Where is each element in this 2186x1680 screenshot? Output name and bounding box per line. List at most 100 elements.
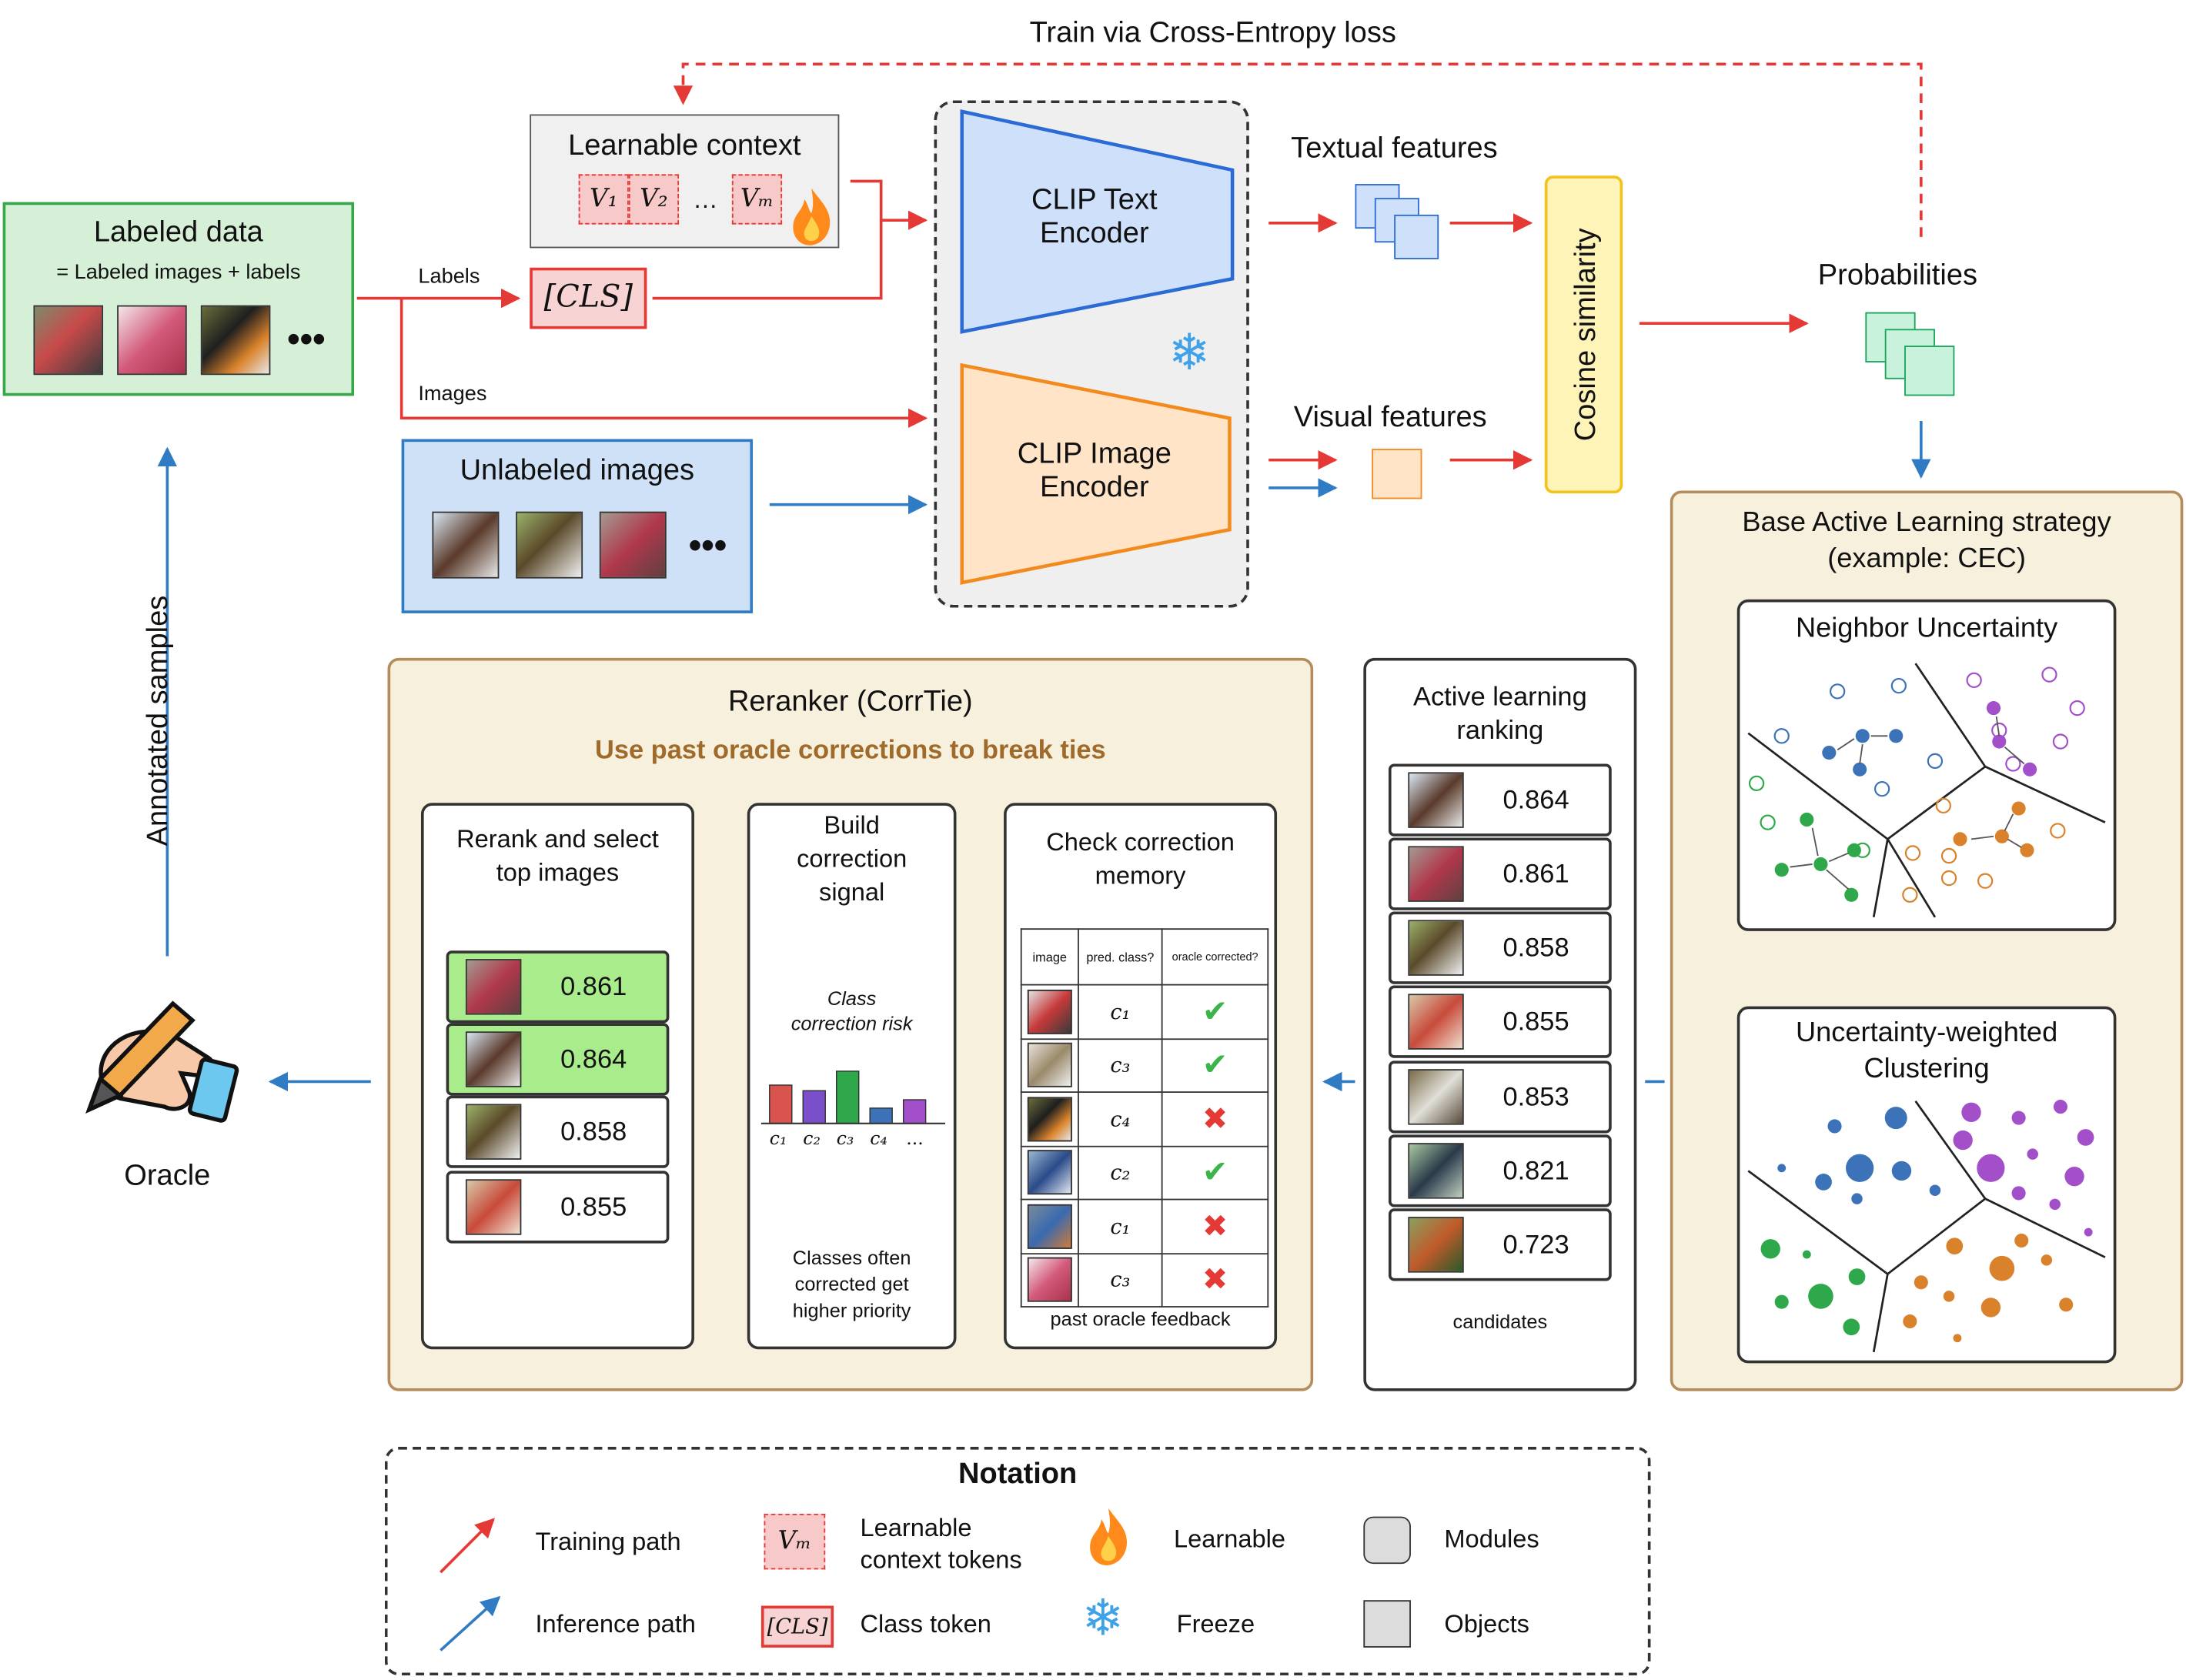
table-header: image xyxy=(1020,928,1079,986)
ranking-row: 0.861 xyxy=(1388,837,1612,910)
bar-label: c₂ xyxy=(803,1129,821,1151)
bird-image xyxy=(33,305,104,376)
rerank-score: 0.861 xyxy=(560,973,627,1003)
reranker-title: Reranker (CorrTie) xyxy=(727,686,973,718)
bird-image xyxy=(1027,1150,1072,1195)
bird-image xyxy=(1027,1043,1072,1088)
bird-image xyxy=(1408,1143,1464,1199)
unlabeled-images-title: Unlabeled images xyxy=(460,454,695,487)
bird-image xyxy=(1408,994,1464,1050)
learnable-label: Learnable xyxy=(1174,1525,1286,1553)
learnable-context-title: Learnable context xyxy=(568,129,801,162)
cross-icon: ✖ xyxy=(1162,1091,1269,1147)
bird-image xyxy=(200,305,271,376)
bird-image xyxy=(465,1104,522,1160)
risk-bar xyxy=(769,1084,793,1124)
visual-features-label: Visual features xyxy=(1293,401,1487,434)
check-title-1: Check correction xyxy=(1046,827,1235,857)
ranking-score: 0.861 xyxy=(1502,860,1569,890)
inference-path-arrow xyxy=(440,1595,501,1652)
object-glyph xyxy=(1363,1600,1411,1648)
rerank-row-selected: 0.864 xyxy=(446,1023,670,1096)
ranking-score: 0.821 xyxy=(1502,1157,1569,1187)
neighbor-uncertainty-title: Neighbor Uncertainty xyxy=(1795,613,2058,644)
memory-row: c₃✖ xyxy=(1020,1252,1269,1308)
bar-label: c₃ xyxy=(836,1129,854,1151)
bird-image xyxy=(1027,989,1072,1034)
context-token-ellipsis: … xyxy=(693,185,718,214)
ranking-row: 0.821 xyxy=(1388,1134,1612,1207)
rerank-row: 0.855 xyxy=(446,1171,670,1244)
objects-label: Objects xyxy=(1444,1609,1529,1638)
freeze-label: Freeze xyxy=(1176,1609,1255,1638)
build-title-2: correction xyxy=(797,844,907,873)
cosine-similarity-box: Cosine similarity xyxy=(1544,175,1623,494)
unlabeled-images-box: Unlabeled images ••• xyxy=(401,439,754,613)
ranking-score: 0.855 xyxy=(1502,1007,1569,1037)
bird-image xyxy=(1408,772,1464,828)
rerank-score: 0.864 xyxy=(560,1045,627,1075)
bird-image xyxy=(1408,846,1464,902)
image-encoder-shape xyxy=(960,362,1232,585)
ranking-row: 0.723 xyxy=(1388,1208,1612,1281)
build-signal-box: Build correction signal Class correction… xyxy=(747,803,957,1350)
cls-to-encoder xyxy=(652,220,883,300)
labels-edge-label: Labels xyxy=(418,265,480,289)
fire-icon xyxy=(1090,1508,1128,1565)
ranking-row: 0.864 xyxy=(1388,763,1612,837)
snowflake-icon: ❄ xyxy=(1081,1588,1125,1647)
correction-memory-table: image pred. class? oracle corrected? c₁✔… xyxy=(1020,928,1269,1308)
context-token: Vₘ xyxy=(731,174,783,225)
bird-image xyxy=(465,1179,522,1235)
memory-row: c₁✔ xyxy=(1020,984,1269,1040)
bird-image xyxy=(465,959,522,1015)
risk-bar xyxy=(902,1099,927,1124)
build-note-3: higher priority xyxy=(792,1299,911,1322)
table-header: oracle corrected? xyxy=(1162,928,1269,986)
al-ranking-caption: candidates xyxy=(1452,1310,1548,1333)
bird-image xyxy=(1027,1204,1072,1249)
pred-class: c₄ xyxy=(1077,1091,1163,1147)
labeled-data-subtitle: = Labeled images + labels xyxy=(56,260,301,285)
bird-image xyxy=(1408,1069,1464,1125)
clip-image-encoder-label: CLIP Image Encoder xyxy=(1017,437,1172,504)
visual-feature-square xyxy=(1372,449,1422,499)
pred-class: c₃ xyxy=(1077,1252,1163,1308)
neighbor-uncertainty-plot xyxy=(1747,663,2106,918)
cls-token-glyph: [CLS] xyxy=(760,1605,834,1648)
memory-caption: past oracle feedback xyxy=(1050,1307,1231,1330)
training-path-label: Training path xyxy=(535,1528,681,1556)
ranking-row: 0.858 xyxy=(1388,911,1612,984)
ranking-score: 0.853 xyxy=(1502,1083,1569,1113)
bar-label: c₁ xyxy=(769,1129,787,1151)
text-encoder-shape xyxy=(960,109,1235,334)
check-title-2: memory xyxy=(1095,861,1186,890)
bar-label: c₄ xyxy=(870,1129,887,1151)
learnable-ctx-label-1: Learnable xyxy=(860,1513,972,1542)
build-title-1: Build xyxy=(824,811,880,840)
cross-icon: ✖ xyxy=(1162,1198,1269,1254)
bird-image xyxy=(1408,1217,1464,1273)
vm-token-glyph: Vₘ xyxy=(764,1513,826,1570)
inference-path-label: Inference path xyxy=(535,1609,696,1638)
cross-icon: ✖ xyxy=(1162,1252,1269,1308)
probabilities-label: Probabilities xyxy=(1817,259,1978,292)
build-title-3: signal xyxy=(819,878,885,907)
memory-row: c₂✔ xyxy=(1020,1144,1269,1201)
table-header: pred. class? xyxy=(1077,928,1163,986)
memory-row: c₃✔ xyxy=(1020,1037,1269,1093)
bird-image xyxy=(432,511,500,579)
bird-image xyxy=(1408,920,1464,976)
labeled-data-box: Labeled data = Labeled images + labels •… xyxy=(2,202,355,396)
clip-text-encoder-label: CLIP Text Encoder xyxy=(1031,184,1158,250)
ranking-row: 0.855 xyxy=(1388,985,1612,1058)
context-to-encoder xyxy=(850,179,928,230)
ranking-row: 0.853 xyxy=(1388,1060,1612,1134)
memory-row: c₁✖ xyxy=(1020,1198,1269,1254)
ranking-score: 0.864 xyxy=(1502,786,1569,816)
context-token: V₁ xyxy=(578,174,629,225)
uncertainty-weighted-clustering-box: Uncertainty-weighted Clustering xyxy=(1736,1006,2117,1364)
build-note-2: corrected get xyxy=(794,1272,909,1295)
rerank-title-2: top images xyxy=(496,858,620,887)
